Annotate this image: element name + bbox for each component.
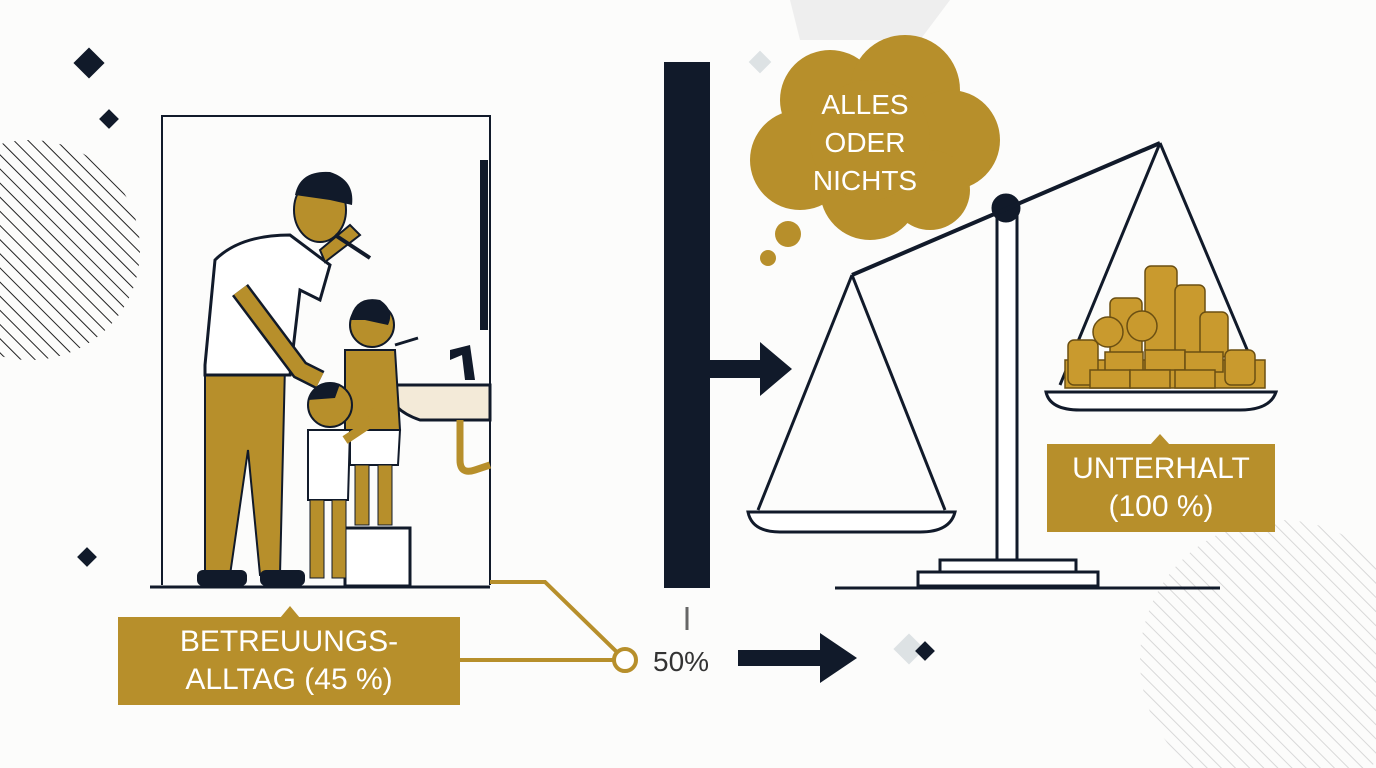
arrow-right-icon <box>710 342 792 396</box>
diamond-icon <box>73 47 105 79</box>
bathroom-scene <box>150 115 492 589</box>
diamond-icon <box>915 641 935 661</box>
hatched-circle-left <box>0 140 140 360</box>
care-label: BETREUUNGS- ALLTAG (45 %) <box>118 617 460 705</box>
diamond-icon <box>748 50 772 74</box>
balance-scale <box>746 141 1279 590</box>
thought-line-3: NICHTS <box>812 165 918 196</box>
thought-cloud <box>750 35 1000 266</box>
hatched-circle-right <box>1140 520 1376 768</box>
connector-line <box>460 580 630 662</box>
diamond-icon <box>99 109 119 129</box>
care-label-line-1: BETREUUNGS- <box>179 625 399 658</box>
maintenance-label: UNTERHALT (100 %) <box>1047 444 1275 532</box>
maintenance-label-line-2: (100 %) <box>1108 490 1214 523</box>
care-label-line-2: ALLTAG (45 %) <box>185 663 393 696</box>
thought-line-1: ALLES <box>821 89 909 120</box>
threshold-bar <box>664 62 710 588</box>
diamond-icon <box>77 547 97 567</box>
thought-bubble-text: ALLES ODER NICHTS <box>790 86 940 200</box>
gold-coins-and-bars <box>1064 265 1266 389</box>
connector-node <box>612 647 638 673</box>
thought-line-2: ODER <box>824 127 906 158</box>
faint-shape-top <box>790 0 950 40</box>
maintenance-label-line-1: UNTERHALT <box>1072 452 1250 485</box>
arrow-right-icon <box>738 633 857 683</box>
threshold-value: 50% <box>653 646 710 677</box>
